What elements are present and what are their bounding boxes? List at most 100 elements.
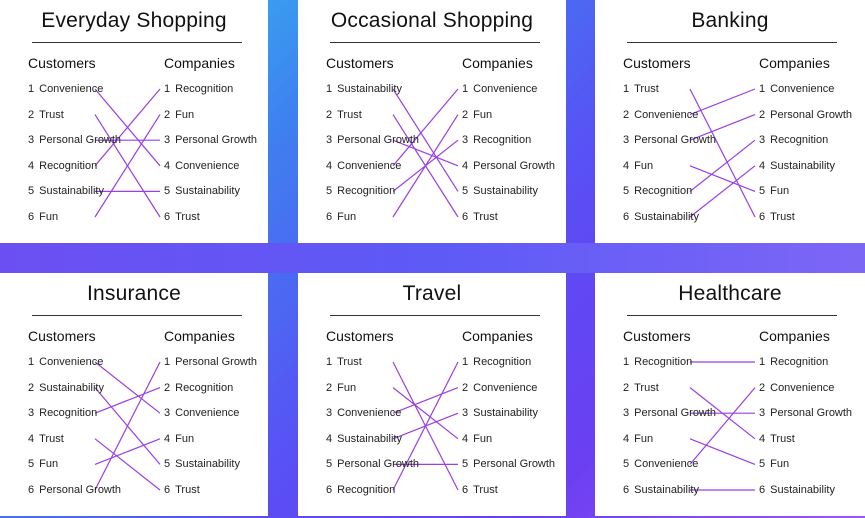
item-label: Convenience — [473, 381, 538, 394]
item-label: Sustainability — [39, 185, 104, 198]
item-label: Trust — [337, 108, 362, 121]
rank-number: 1 — [759, 356, 766, 368]
link-line — [689, 139, 756, 192]
item-label: Convenience — [39, 356, 104, 368]
rank-number: 5 — [759, 185, 766, 198]
link-line — [94, 114, 161, 218]
item-label: Personal Growth — [634, 134, 717, 147]
item-label: Fun — [473, 432, 493, 445]
item-label: Personal Growth — [634, 407, 717, 420]
item-label: Sustainability — [175, 185, 240, 198]
item-label: Personal Growth — [337, 458, 420, 471]
item-label: Sustainability — [770, 484, 835, 496]
item-label: Recognition — [473, 356, 532, 368]
item-label: Trust — [175, 211, 200, 223]
link-line — [392, 412, 459, 440]
rank-number: 5 — [759, 458, 766, 471]
item-label: Fun — [473, 108, 493, 121]
item-label: Fun — [770, 458, 790, 471]
customers-heading: Customers — [28, 55, 96, 71]
rank-number: 4 — [623, 159, 630, 172]
link-line — [94, 114, 161, 218]
rank-number: 2 — [462, 108, 469, 121]
rank-number: 4 — [759, 159, 766, 172]
item-label: Personal Growth — [39, 484, 122, 496]
rank-number: 6 — [326, 484, 333, 496]
customer-item: 5 Personal Growth — [326, 457, 419, 471]
item-label: Personal Growth — [337, 134, 420, 147]
link-line — [94, 387, 161, 465]
customers-heading: Customers — [28, 328, 96, 344]
rank-number: 5 — [462, 458, 469, 471]
rank-number: 1 — [28, 356, 35, 368]
rank-number: 2 — [326, 381, 333, 394]
customers-heading: Customers — [326, 328, 394, 344]
item-label: Personal Growth — [770, 108, 853, 121]
rank-number: 3 — [28, 407, 35, 420]
companies-heading: Companies — [462, 328, 533, 344]
company-item: 5 Fun — [759, 184, 789, 198]
title-underline — [627, 315, 837, 316]
panel-title: Travel — [402, 282, 462, 305]
item-label: Sustainability — [770, 159, 835, 172]
link-line — [94, 438, 161, 465]
rank-number: 5 — [623, 185, 630, 198]
panel-title: Insurance — [86, 282, 182, 305]
rank-number: 4 — [623, 432, 630, 445]
item-label: Sustainability — [337, 432, 402, 445]
link-line — [94, 88, 161, 167]
rank-number: 1 — [164, 356, 171, 368]
item-label: Fun — [770, 185, 790, 198]
rank-number: 3 — [28, 134, 35, 147]
link-line — [689, 88, 756, 218]
rank-number: 2 — [164, 108, 171, 121]
item-label: Trust — [634, 381, 659, 394]
item-label: Convenience — [39, 83, 104, 95]
rank-number: 3 — [164, 407, 171, 420]
item-label: Fun — [634, 432, 654, 445]
title-underline — [330, 42, 540, 43]
link-line — [689, 165, 756, 218]
rank-number: 3 — [326, 134, 333, 147]
item-label: Recognition — [770, 134, 829, 147]
rank-number: 2 — [28, 108, 35, 121]
rank-number: 5 — [326, 458, 333, 471]
companies-heading: Companies — [759, 328, 830, 344]
rank-number: 4 — [326, 159, 333, 172]
item-label: Sustainability — [634, 484, 699, 496]
customer-item: 1 Convenience — [28, 355, 103, 369]
